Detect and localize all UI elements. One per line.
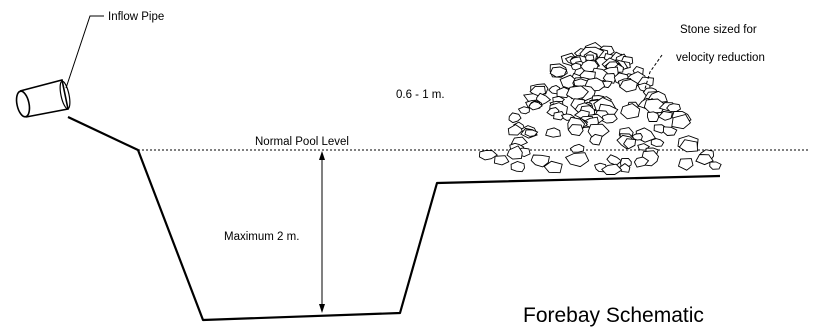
inflow-pipe-leader [65, 15, 104, 89]
stone [601, 113, 618, 124]
stone [510, 161, 525, 173]
stone [545, 127, 561, 138]
stone [677, 158, 694, 171]
stone [508, 112, 522, 124]
stone [528, 101, 543, 111]
stone [506, 145, 523, 160]
stone [619, 78, 638, 93]
maximum-depth-dimension [319, 151, 325, 313]
stone-description-line2: velocity reduction [676, 52, 765, 64]
diagram-title: Forebay Schematic [523, 304, 704, 327]
stone [709, 161, 722, 170]
stone [517, 106, 530, 115]
stone [601, 163, 623, 175]
stone [662, 126, 678, 136]
stone [524, 129, 539, 137]
stone [633, 156, 650, 168]
stone [567, 124, 584, 137]
stone [666, 103, 682, 113]
maximum-depth-label: Maximum 2 m. [224, 231, 299, 243]
stone [549, 66, 568, 78]
stone [564, 152, 590, 168]
stone [493, 155, 510, 166]
stone [620, 103, 641, 120]
stone-height-label: 0.6 - 1 m. [396, 89, 445, 101]
stone [569, 143, 585, 153]
stone-pile [478, 41, 722, 175]
normal-pool-level-label: Normal Pool Level [255, 136, 349, 148]
basin-profile [67, 116, 721, 322]
inflow-pipe-label: Inflow Pipe [108, 11, 164, 23]
inflow-pipe [15, 79, 71, 118]
stone [543, 160, 563, 174]
stone-description-line1: Stone sized for [680, 24, 757, 36]
stone [623, 138, 637, 150]
stone [478, 149, 498, 161]
stone [695, 154, 714, 166]
stone [650, 138, 665, 147]
stone [678, 139, 699, 153]
stone [530, 154, 550, 168]
stone [646, 111, 660, 122]
stone [671, 113, 691, 130]
stone-label-leader [643, 54, 663, 93]
stone [606, 154, 623, 166]
stone [589, 133, 603, 146]
stone [657, 110, 673, 121]
